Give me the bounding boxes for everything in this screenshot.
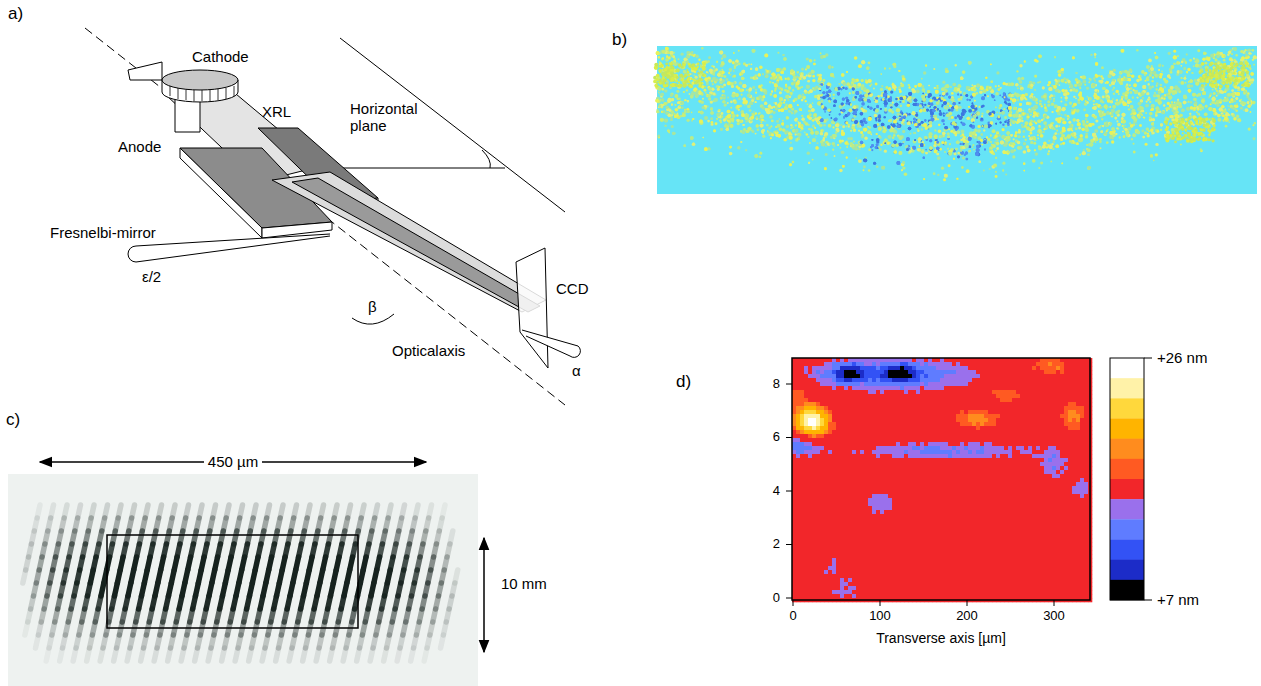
figure: a)CathodeXRLAnodeHorizontal planeFresnel…: [0, 0, 1261, 686]
